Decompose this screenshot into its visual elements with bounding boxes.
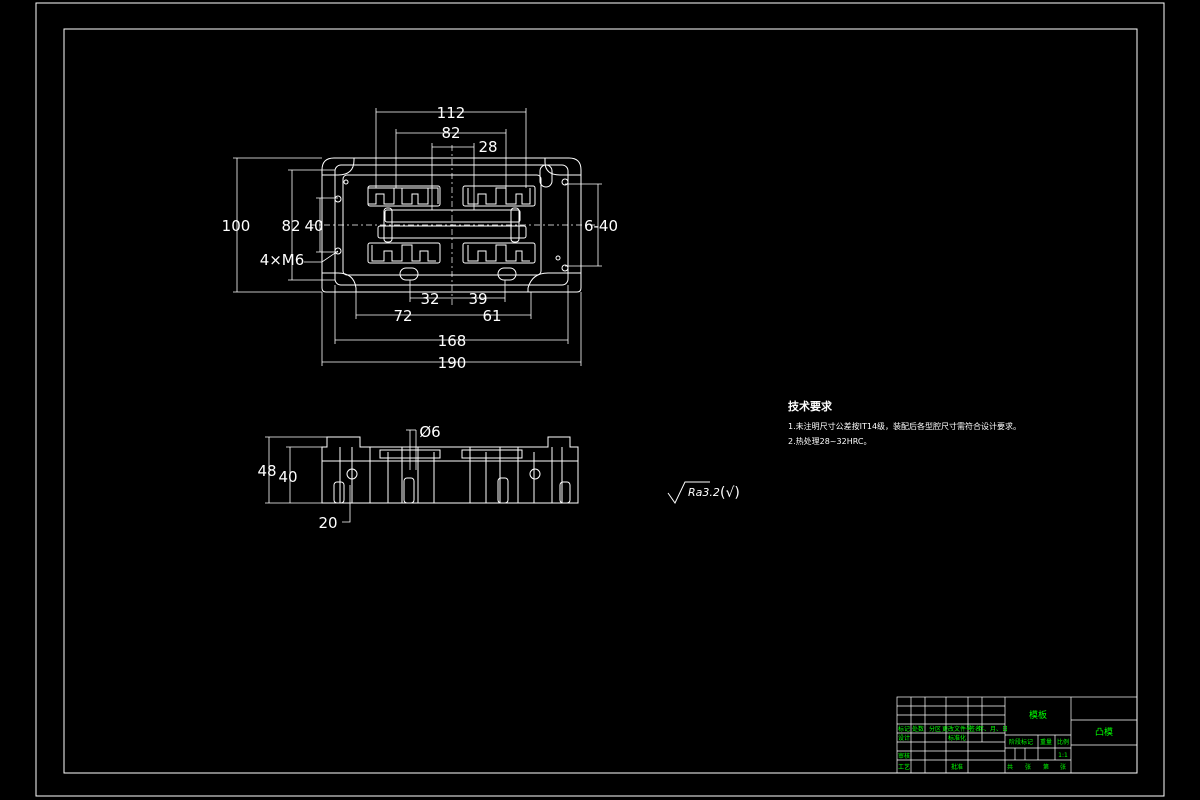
notes-line-2: 2.热处理28~32HRC。 — [788, 436, 871, 446]
outer-border — [35, 2, 1165, 797]
cavity-br — [467, 244, 530, 262]
tb-zone: 分区 — [929, 725, 941, 733]
dim-82-left: 82 — [281, 217, 300, 235]
cavity-br-frame — [462, 242, 536, 264]
drawing-number: 凸模 — [1095, 727, 1113, 738]
dim-6-40: 6-40 — [584, 217, 618, 235]
tb-audit: 审核 — [898, 752, 910, 760]
dim-190: 190 — [438, 354, 467, 372]
side-outline — [321, 436, 579, 504]
dim-40-side: 40 — [278, 468, 297, 486]
hole-6 — [555, 255, 561, 261]
tb-sheets-unit-2: 张 — [1060, 763, 1066, 771]
title-block — [896, 696, 1138, 774]
cavity-bl — [371, 244, 436, 262]
roughness-value: Ra3.2 — [688, 486, 720, 499]
corner-pocket-br — [527, 272, 581, 292]
scale-value: 1:1 — [1058, 752, 1068, 759]
tb-stage-mark: 阶段标记 — [1009, 738, 1033, 746]
dim-168: 168 — [438, 332, 467, 350]
tb-approve: 批准 — [951, 763, 963, 771]
roughness-symbol: Ra3.2 (√) — [667, 481, 740, 504]
dim-82-top: 82 — [441, 124, 460, 142]
tb-count: 处数 — [912, 725, 924, 733]
title-block-text: 模板 凸模 1:1 标记 处数 分区 更改文件号 签名 年、月、日 设计 标准化… — [898, 709, 1113, 771]
cavity-tl-frame — [367, 185, 441, 207]
tb-date: 年、月、日 — [978, 725, 1008, 733]
cavity-bl-frame — [367, 242, 441, 264]
tb-sheets-total: 共 — [1007, 763, 1013, 771]
cavity-tl — [367, 187, 439, 205]
tb-sheets-unit-1: 张 — [1025, 763, 1031, 771]
dim-28: 28 — [478, 138, 497, 156]
roughness-bracket: (√) — [720, 485, 740, 501]
slot-right — [497, 267, 517, 281]
top-view-dimension-lines — [233, 108, 602, 366]
dim-72: 72 — [393, 307, 412, 325]
hole-3 — [561, 178, 569, 186]
side-view — [321, 436, 579, 504]
plate-outline — [321, 157, 582, 293]
slot-top-right — [539, 164, 553, 188]
hole-1 — [334, 195, 342, 203]
side-view-dimension-text: Ø6 48 40 20 — [257, 423, 440, 532]
dim-20: 20 — [318, 514, 337, 532]
cavity-tr — [467, 187, 531, 205]
dim-40-left: 40 — [304, 217, 323, 235]
runner-upper — [384, 209, 521, 223]
hole-5 — [343, 179, 349, 185]
cavity-tr-frame — [462, 185, 536, 207]
slot-left — [399, 267, 419, 281]
corner-pocket-tl — [322, 158, 355, 176]
notes-line-1: 1.未注明尺寸公差按IT14级，装配后各型腔尺寸需符合设计要求。 — [788, 421, 1021, 431]
notes-title: 技术要求 — [788, 399, 833, 413]
technical-notes: 技术要求 1.未注明尺寸公差按IT14级，装配后各型腔尺寸需符合设计要求。 2.… — [788, 399, 1021, 446]
dim-32: 32 — [420, 290, 439, 308]
dim-39: 39 — [468, 290, 487, 308]
center-lines — [310, 145, 595, 305]
dim-61: 61 — [482, 307, 501, 325]
dim-100: 100 — [222, 217, 251, 235]
hole-4 — [561, 264, 569, 272]
tb-mark: 标记 — [898, 725, 910, 733]
tb-weight: 重量 — [1040, 738, 1052, 746]
tb-sheets-index: 第 — [1043, 763, 1049, 771]
tb-standardization: 标准化 — [948, 734, 966, 742]
dim-48: 48 — [257, 462, 276, 480]
dim-4xm6: 4×M6 — [260, 251, 305, 269]
tb-scale-label: 比例 — [1057, 738, 1069, 746]
inner-frame — [63, 28, 1138, 774]
tb-designer: 设计 — [898, 734, 910, 742]
corner-pocket-bl — [322, 272, 357, 292]
hole-2 — [334, 247, 342, 255]
dim-112: 112 — [437, 104, 466, 122]
corner-pocket-tr — [544, 158, 581, 176]
tb-signature: 签名 — [969, 725, 981, 733]
dim-phi6: Ø6 — [419, 423, 440, 441]
part-name: 模板 — [1029, 709, 1047, 721]
side-view-dimension-lines — [265, 429, 417, 523]
tb-process: 工艺 — [898, 763, 910, 771]
top-view-dimension-text: 112 82 28 100 82 40 6-40 4×M6 32 39 72 6… — [222, 104, 618, 372]
tb-change-doc: 更改文件号 — [942, 725, 972, 733]
